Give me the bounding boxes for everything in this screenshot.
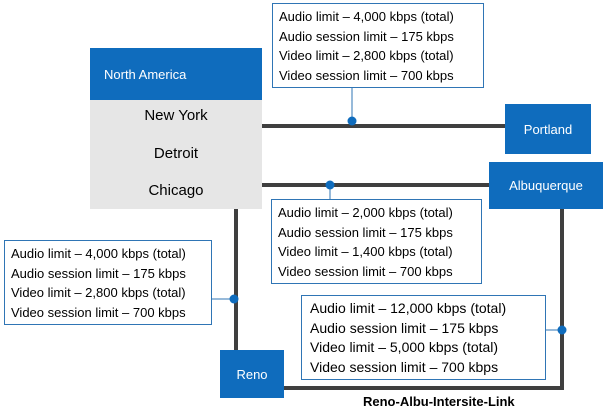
policy-box-albuquerque: Audio limit – 2,000 kbps (total) Audio s… [271,199,482,284]
policy-line: Video session limit – 700 kbps [279,67,454,83]
dot-reno [229,294,239,304]
policy-line: Audio limit – 2,000 kbps (total) [278,205,453,220]
region-title: North America [90,48,262,100]
policy-line: Audio session limit – 175 kbps [310,319,499,336]
policy-line: Audio session limit – 175 kbps [279,28,454,44]
policy-line: Video limit – 1,400 kbps (total) [278,244,453,259]
link-reno-albu [284,208,564,390]
intersite-link-label: Reno-Albu-Intersite-Link [363,394,515,409]
dot-portland [347,116,357,126]
policy-line: Video session limit – 700 kbps [278,263,453,279]
dot-reno-albu [557,325,567,335]
site-albuquerque: Albuquerque [489,162,603,209]
policy-line: Video session limit – 700 kbps [310,358,499,375]
policy-line: Video limit – 5,000 kbps (total) [310,339,499,355]
policy-line: Audio session limit – 175 kbps [11,265,186,281]
policy-box-portland: Audio limit – 4,000 kbps (total) Audio s… [272,3,484,88]
site-reno: Reno [220,350,284,398]
policy-box-reno: Audio limit – 4,000 kbps (total) Audio s… [4,240,212,325]
policy-line: Audio limit – 4,000 kbps (total) [279,9,454,24]
city-detroit: Detroit [153,145,199,162]
policy-line: Audio limit – 4,000 kbps (total) [11,246,186,261]
city-chicago: Chicago [148,182,204,199]
policy-line: Audio session limit – 175 kbps [278,224,453,240]
policy-line: Audio limit – 12,000 kbps (total) [310,300,507,316]
policy-line: Video limit – 2,800 kbps (total) [279,48,454,63]
policy-box-reno-albu: Audio limit – 12,000 kbps (total) Audio … [301,295,546,380]
city-new-york: New York [144,107,208,124]
dot-albuquerque [325,180,335,190]
site-portland: Portland [505,104,591,154]
policy-line: Video limit – 2,800 kbps (total) [11,285,186,300]
policy-line: Video session limit – 700 kbps [11,304,186,320]
